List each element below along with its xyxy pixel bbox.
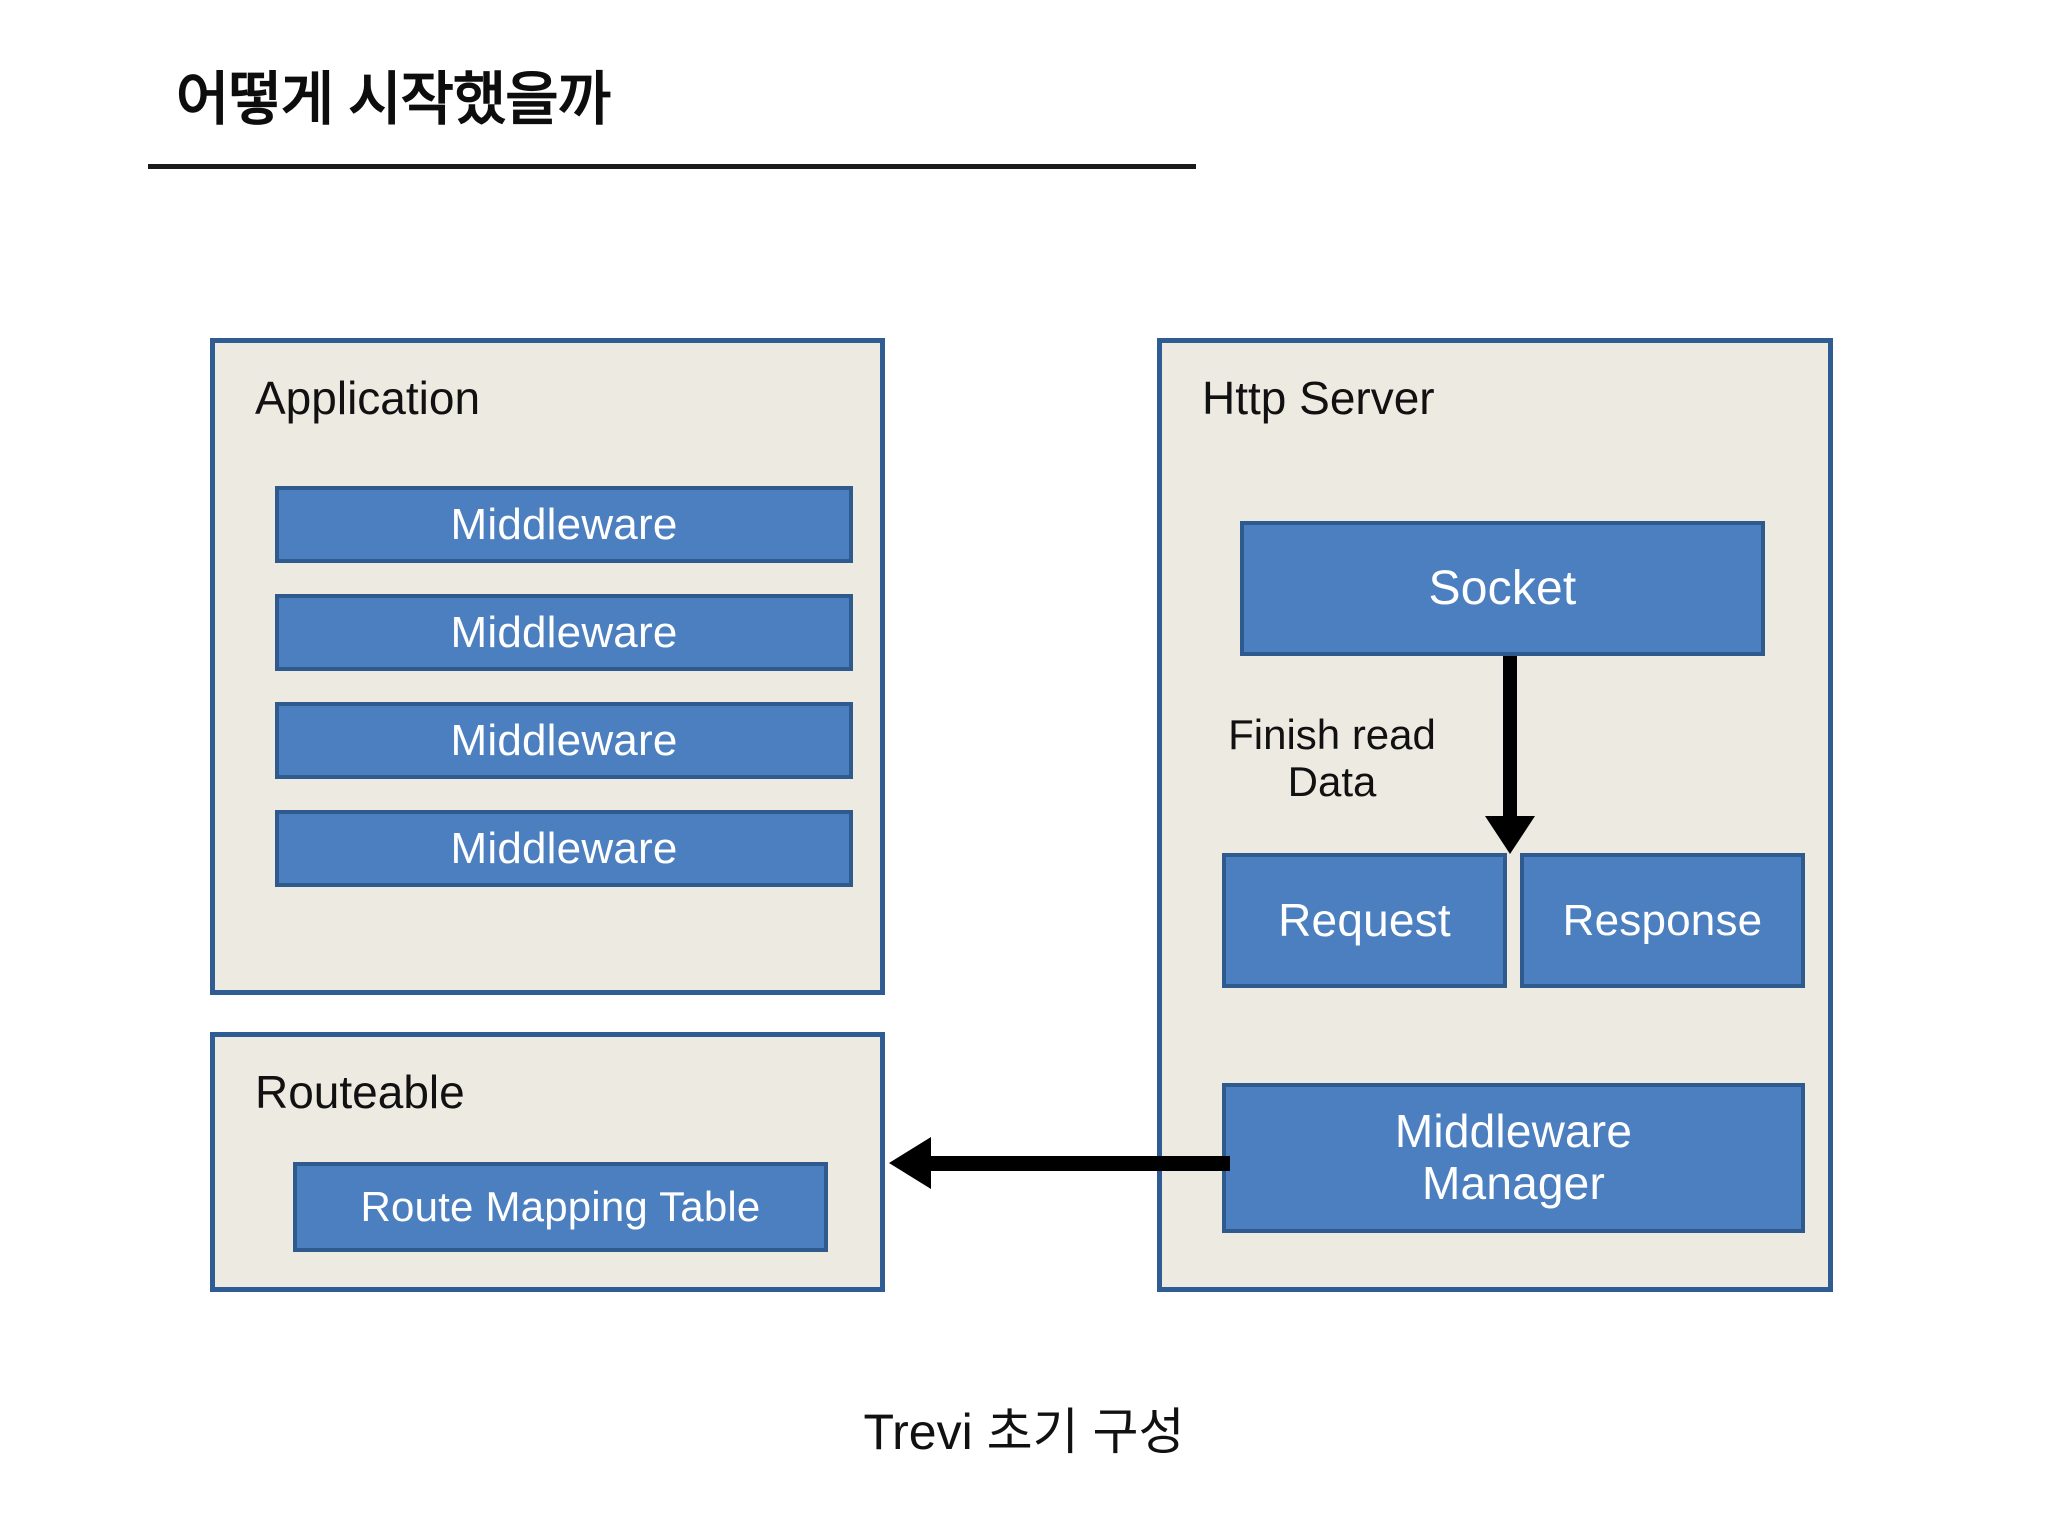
- routeable-panel: Routeable Route Mapping Table: [210, 1032, 885, 1292]
- response-box[interactable]: Response: [1520, 853, 1805, 988]
- http-server-panel-title: Http Server: [1202, 372, 1435, 424]
- manager-to-routeable-arrow-shaft: [930, 1156, 1230, 1171]
- manager-to-routeable-arrow-head: [889, 1137, 931, 1189]
- socket-to-request-arrow-head: [1485, 816, 1535, 854]
- page-title: 어떻게 시작했을까: [176, 67, 611, 132]
- request-box[interactable]: Request: [1222, 853, 1507, 988]
- middleware-box-2[interactable]: Middleware: [275, 594, 853, 671]
- title-divider: [148, 164, 1196, 169]
- middleware-box-1[interactable]: Middleware: [275, 486, 853, 563]
- socket-box[interactable]: Socket: [1240, 521, 1765, 656]
- http-server-panel: Http Server Socket Finish read Data Requ…: [1157, 338, 1833, 1292]
- route-mapping-table-box[interactable]: Route Mapping Table: [293, 1162, 828, 1252]
- middleware-manager-line1: Middleware: [1394, 1105, 1633, 1158]
- application-panel-title: Application: [255, 372, 481, 424]
- finish-read-data-line1: Finish read: [1228, 711, 1436, 758]
- routeable-panel-title: Routeable: [255, 1066, 465, 1118]
- middleware-box-4[interactable]: Middleware: [275, 810, 853, 887]
- middleware-manager-box[interactable]: Middleware Manager: [1222, 1083, 1805, 1233]
- application-panel: Application Middleware Middleware Middle…: [210, 338, 885, 995]
- finish-read-data-label: Finish read Data: [1192, 711, 1472, 805]
- figure-caption: Trevi 초기 구성: [863, 1404, 1185, 1460]
- socket-to-request-arrow-shaft: [1503, 656, 1517, 826]
- middleware-box-3[interactable]: Middleware: [275, 702, 853, 779]
- middleware-manager-line2: Manager: [1422, 1157, 1605, 1209]
- finish-read-data-line2: Data: [1287, 758, 1377, 806]
